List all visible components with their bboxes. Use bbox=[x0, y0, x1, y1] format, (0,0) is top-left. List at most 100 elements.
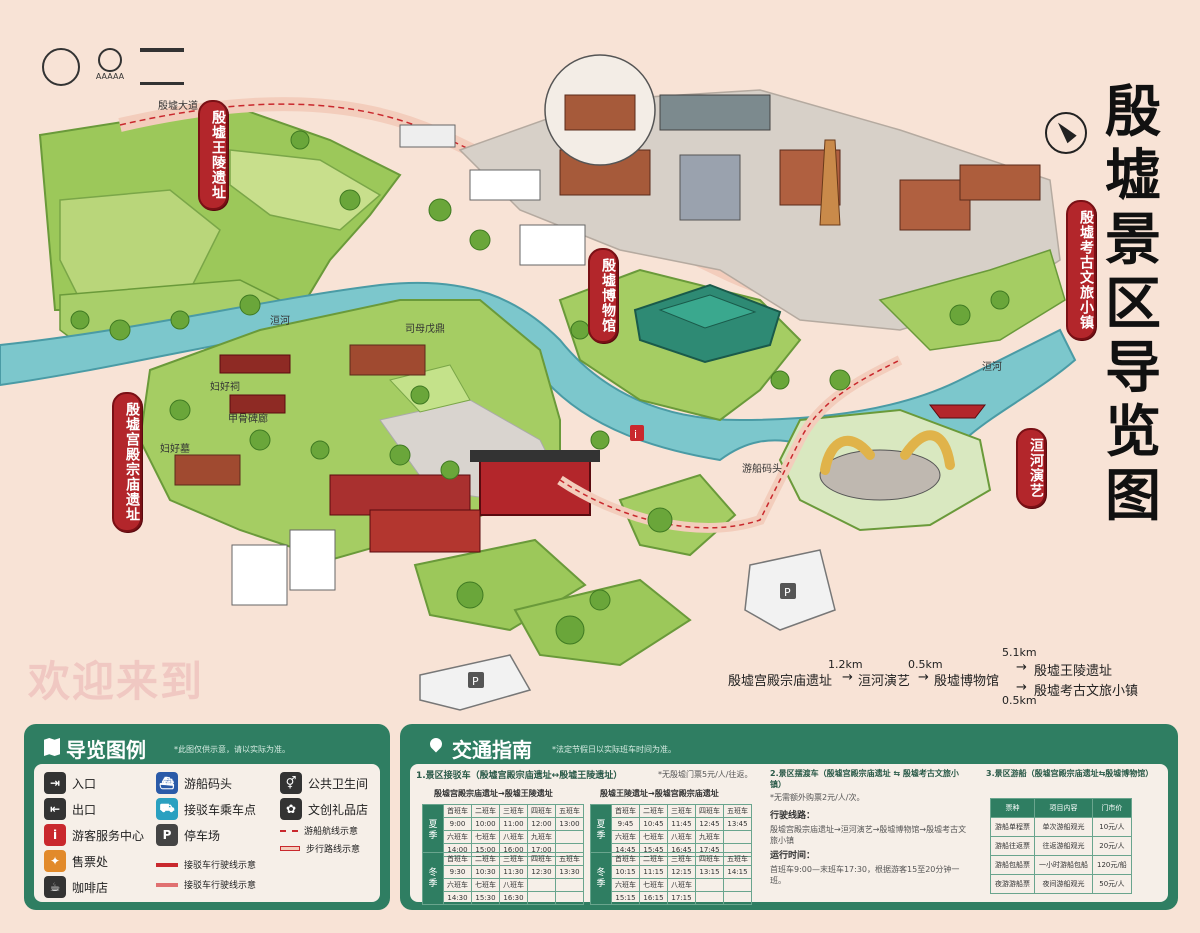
schedule-cell: 五班车 bbox=[555, 804, 584, 818]
legend-item: ⛟接驳车乘车点 bbox=[156, 798, 256, 820]
parking-icon: P bbox=[156, 824, 178, 846]
building bbox=[959, 164, 1041, 201]
fee-cell: 50元/人 bbox=[1092, 874, 1132, 894]
schedule-cell: 七班车 bbox=[639, 878, 668, 892]
route-arrow: → bbox=[842, 670, 853, 685]
schedule-cell: 16:30 bbox=[499, 891, 528, 905]
fee-cell: 夜游游船票 bbox=[990, 874, 1035, 894]
walk-route-icon bbox=[280, 846, 300, 851]
parking-marker: P bbox=[780, 583, 796, 599]
schedule-cell: 11:00 bbox=[499, 817, 528, 831]
schedule-cell: 13:30 bbox=[555, 865, 584, 879]
ticket-icon: ✦ bbox=[44, 850, 66, 872]
legend-item: 接驳车行驶线示意 bbox=[156, 878, 256, 891]
schedule-cell: 七班车 bbox=[471, 830, 500, 844]
fee-cell: 20元/人 bbox=[1092, 836, 1132, 856]
building bbox=[659, 94, 771, 131]
fee-cell: 往返游船观光 bbox=[1034, 836, 1093, 856]
building bbox=[349, 344, 426, 376]
north-arrow-icon bbox=[1045, 112, 1087, 154]
building bbox=[289, 529, 336, 591]
long-hall bbox=[369, 509, 481, 553]
schedule-cell: 10:15 bbox=[611, 865, 640, 879]
legend-title: 导览图例 bbox=[66, 738, 146, 762]
schedule-cell: 首班车 bbox=[611, 852, 640, 866]
traffic-title: 交通指南 bbox=[452, 738, 532, 762]
scenic-area-map: P P i bbox=[0, 54, 1077, 711]
welcome-text: 欢迎来到 bbox=[28, 657, 205, 706]
fee-cell: 游船往返票 bbox=[990, 836, 1035, 856]
schedule-cell: 12:30 bbox=[527, 865, 556, 879]
schedule-cell bbox=[527, 891, 556, 905]
traffic-panel: 交通指南 *法定节假日以实际班车时间为准。 1.景区接驳车（殷墟宫殿宗庙遗址↔殷… bbox=[400, 724, 1178, 910]
label-zongmiao[interactable]: 殷墟宫殿宗庙遗址 bbox=[112, 392, 142, 532]
title-char: 景 bbox=[1105, 207, 1161, 273]
route-end: 殷墟考古文旅小镇 bbox=[1034, 684, 1139, 699]
schedule-cell: 12:00 bbox=[527, 817, 556, 831]
schedule-cell: 14:30 bbox=[443, 891, 472, 905]
fee-cell: 游船单程票 bbox=[990, 817, 1035, 837]
route-arrow: → bbox=[1016, 680, 1027, 695]
label-wangling[interactable]: 殷墟王陵遗址 bbox=[198, 100, 228, 210]
route-distance: 0.5km bbox=[1002, 694, 1037, 707]
schedule-cell: 八班车 bbox=[667, 830, 696, 844]
fee-cell: 夜间游船观光 bbox=[1034, 874, 1093, 894]
south-lawn bbox=[513, 578, 692, 667]
ferry-bus-title: 2.景区摆渡车（殷墟宫殿宗庙遗址 ⇆ 殷墟考古文旅小镇） bbox=[770, 769, 959, 789]
ferry-bus-note: *无需额外购票2元/人/次。 bbox=[770, 793, 865, 802]
route-summary: 殷墟宫殿宗庙遗址 1.2km → 洹河演艺 0.5km → 殷墟博物馆 5.1k… bbox=[728, 646, 1168, 720]
title-char: 墟 bbox=[1105, 143, 1161, 209]
svg-text:i: i bbox=[634, 428, 637, 441]
schedule-cell: 12:45 bbox=[695, 817, 724, 831]
building bbox=[519, 224, 586, 266]
schedule-cell: 10:45 bbox=[639, 817, 668, 831]
boat bbox=[928, 404, 987, 419]
fee-header-cell: 票种 bbox=[990, 798, 1035, 818]
schedule-cell: 15:15 bbox=[611, 891, 640, 905]
schedule-cell: 八班车 bbox=[499, 878, 528, 892]
schedule-cell: 13:15 bbox=[695, 865, 724, 879]
label-town[interactable]: 殷墟考古文旅小镇 bbox=[1066, 200, 1096, 340]
title-char: 区 bbox=[1105, 271, 1161, 337]
building bbox=[399, 124, 456, 148]
schedule-cell: 首班车 bbox=[611, 804, 640, 818]
info-icon: i bbox=[44, 824, 66, 846]
season-label: 冬季 bbox=[422, 852, 444, 905]
legend-item: ⇥入口 bbox=[44, 772, 96, 794]
schedule-cell: 17:15 bbox=[667, 891, 696, 905]
long-hall bbox=[329, 474, 471, 516]
schedule-cell bbox=[527, 878, 556, 892]
lawn bbox=[618, 473, 737, 557]
legend-item: ⇤出口 bbox=[44, 798, 96, 820]
schedule-cell: 16:15 bbox=[639, 891, 668, 905]
schedule-cell bbox=[723, 830, 752, 844]
schedule-cell: 二班车 bbox=[471, 852, 500, 866]
schedule-cell: 11:30 bbox=[499, 865, 528, 879]
route-stop: 殷墟博物馆 bbox=[934, 674, 1000, 689]
schedule-cell: 六班车 bbox=[611, 830, 640, 844]
schedule-cell: 七班车 bbox=[471, 878, 500, 892]
schedule-cell: 12:15 bbox=[667, 865, 696, 879]
boat-route-icon bbox=[280, 829, 298, 832]
schedule-cell: 六班车 bbox=[443, 878, 472, 892]
shuttle-section-title: 1.景区接驳车（殷墟宫殿宗庙遗址↔殷墟王陵遗址） bbox=[416, 771, 623, 781]
schedule-cell: 二班车 bbox=[471, 804, 500, 818]
shuttle-route-line bbox=[559, 359, 901, 529]
fee-header-cell: 门市价 bbox=[1092, 798, 1132, 818]
aaaaa-emblem-icon bbox=[98, 48, 122, 72]
location-pin-icon bbox=[427, 735, 445, 753]
corridor bbox=[219, 354, 291, 374]
schedule-cell: 七班车 bbox=[639, 830, 668, 844]
schedule-cell: 五班车 bbox=[723, 852, 752, 866]
label-show[interactable]: 洹河演艺 bbox=[1016, 428, 1046, 508]
schedule-cell: 四班车 bbox=[527, 804, 556, 818]
label-museum[interactable]: 殷墟博物馆 bbox=[588, 248, 618, 343]
route-distance: 1.2km bbox=[828, 658, 863, 671]
route-detail: 殷墟宫殿宗庙遗址→洹河演艺→殷墟博物馆→殷墟考古文旅小镇 bbox=[770, 825, 967, 845]
walk-route bbox=[119, 103, 981, 302]
schedule-cell: 六班车 bbox=[611, 878, 640, 892]
